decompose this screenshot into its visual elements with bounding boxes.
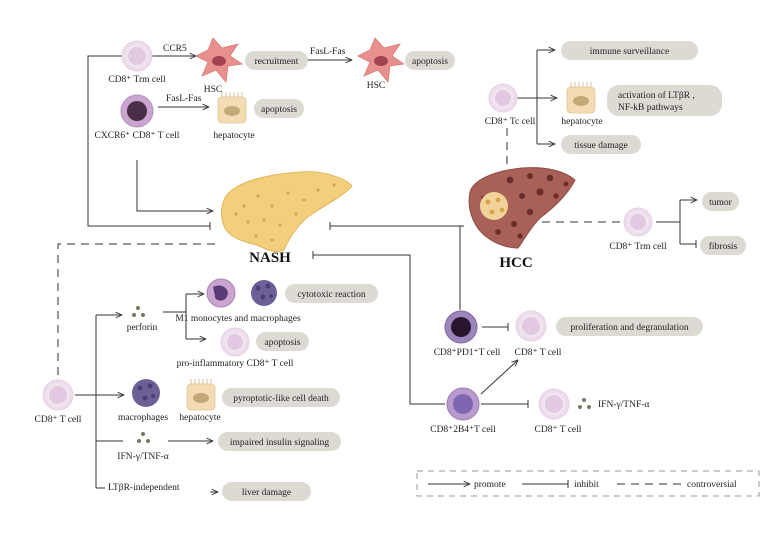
m1-macrophage [251, 280, 277, 306]
nash-label: NASH [249, 250, 291, 266]
legend-inhibit: inhibit [574, 480, 599, 490]
m1-monocyte [206, 278, 236, 308]
tc-cell [488, 83, 518, 113]
connectors [57, 50, 697, 492]
hepatocyte-bottom [186, 379, 216, 411]
proliferation-pill [556, 317, 703, 336]
apoptosis-2-label: apoptosis [261, 105, 297, 115]
activation-line1: activation of LTβR , [618, 90, 695, 101]
ifn-left-label: IFN-γ/TNF-α [117, 452, 168, 462]
hepatocyte-top [217, 92, 247, 124]
legend: promote inhibit controversial [416, 470, 760, 497]
cytotoxic-label: cytotoxic reaction [297, 290, 366, 300]
tissue-damage-pill [561, 135, 641, 154]
hsc-2 [357, 37, 406, 83]
tissue-damage-label: tissue damage [574, 141, 628, 151]
perforin-dots [132, 306, 145, 317]
tc-cell-label: CD8⁺ Tc cell [485, 117, 536, 127]
proinflammatory-label: pro-inflammatory CD8⁺ T cell [177, 358, 294, 369]
cd8-t-cell-2-label: CD8⁺ T cell [535, 425, 582, 435]
hepatocyte-top-label: hepatocyte [213, 131, 254, 141]
recruitment-label: recruitment [255, 57, 299, 67]
pyroptotic-label: pyroptotic-like cell death [233, 394, 329, 404]
insulin-pill [218, 432, 341, 451]
trm-cell-right-label: CD8⁺ Trm cell [609, 242, 667, 252]
fibrosis-pill [700, 236, 746, 255]
cd8-t-cell-1-label: CD8⁺ T cell [515, 348, 562, 358]
cd8-t-cell-bottom-left [42, 379, 74, 411]
hepatocyte-bottom-label: hepatocyte [179, 413, 220, 423]
trm-cell-label: CD8⁺ Trm cell [108, 75, 166, 85]
m1-label: M1 monocytes and macrophages [175, 314, 301, 324]
apoptosis-3-pill [256, 332, 309, 351]
cytotoxic-pill [285, 284, 378, 303]
cd8-t-cell-pd1-target [515, 310, 547, 342]
cxcr6-cell-label: CXCR6⁺ CD8⁺ T cell [95, 131, 180, 141]
trm-cell-top [121, 40, 153, 72]
trm-cell-right [623, 207, 653, 237]
macrophage-bottom [132, 379, 160, 407]
ifn-right-label: IFN-γ/TNF-α [598, 400, 649, 410]
ccr5-label: CCR5 [163, 44, 187, 54]
twob4-cell [446, 387, 480, 421]
proinflammatory-cell [220, 327, 250, 357]
liver-damage-pill [222, 482, 311, 501]
activation-pill [607, 85, 722, 116]
hepatocyte-hcc-label: hepatocyte [561, 117, 602, 127]
proliferation-label: proliferation and degranulation [570, 322, 688, 333]
pd1-cell [444, 310, 478, 344]
cd8-t-cell-2b4-target [538, 388, 570, 420]
pd1-cell-label: CD8⁺PD1⁺T cell [434, 348, 501, 358]
cd8-t-cell-label: CD8⁺ T cell [35, 415, 82, 425]
hsc-2-label: HSC [367, 81, 385, 91]
hcc-label: HCC [499, 255, 532, 271]
activation-line2: NF-kB pathways [618, 103, 683, 113]
nash-liver [221, 171, 353, 252]
immune-surveillance-label: immune surveillance [590, 47, 669, 57]
fibrosis-label: fibrosis [709, 241, 738, 252]
legend-controversial: controversial [687, 480, 737, 490]
hepatocyte-hcc [566, 82, 596, 114]
tumor-pill [702, 192, 739, 211]
immune-surveillance-pill [561, 41, 698, 60]
apoptosis-1-label: apoptosis [412, 57, 448, 67]
apoptosis-1-pill [405, 51, 455, 70]
cxcr6-cell [120, 94, 154, 128]
tumor-label: tumor [709, 198, 733, 208]
perforin-label: perforin [127, 322, 158, 333]
hsc-1 [195, 37, 244, 83]
hcc-liver [468, 167, 576, 249]
insulin-label: impaired insulin signaling [230, 438, 329, 448]
twob4-cell-label: CD8⁺2B4⁺T cell [430, 425, 496, 435]
apoptosis-2-pill [254, 99, 304, 118]
fasl-fas-2-label: FasL-Fas [166, 94, 202, 104]
recruitment-pill [245, 51, 308, 70]
hsc-1-label: HSC [204, 85, 222, 95]
apoptosis-3-label: apoptosis [265, 338, 301, 348]
ltbr-label: LTβR-independent [108, 483, 180, 493]
ifn-dots-left [137, 432, 150, 443]
ifn-dots-right [578, 398, 591, 409]
liver-damage-label: liver damage [242, 488, 291, 498]
macrophages-label: macrophages [118, 413, 168, 423]
fasl-fas-1-label: FasL-Fas [310, 47, 346, 57]
legend-promote: promote [474, 480, 506, 490]
pyroptotic-pill [222, 388, 340, 407]
